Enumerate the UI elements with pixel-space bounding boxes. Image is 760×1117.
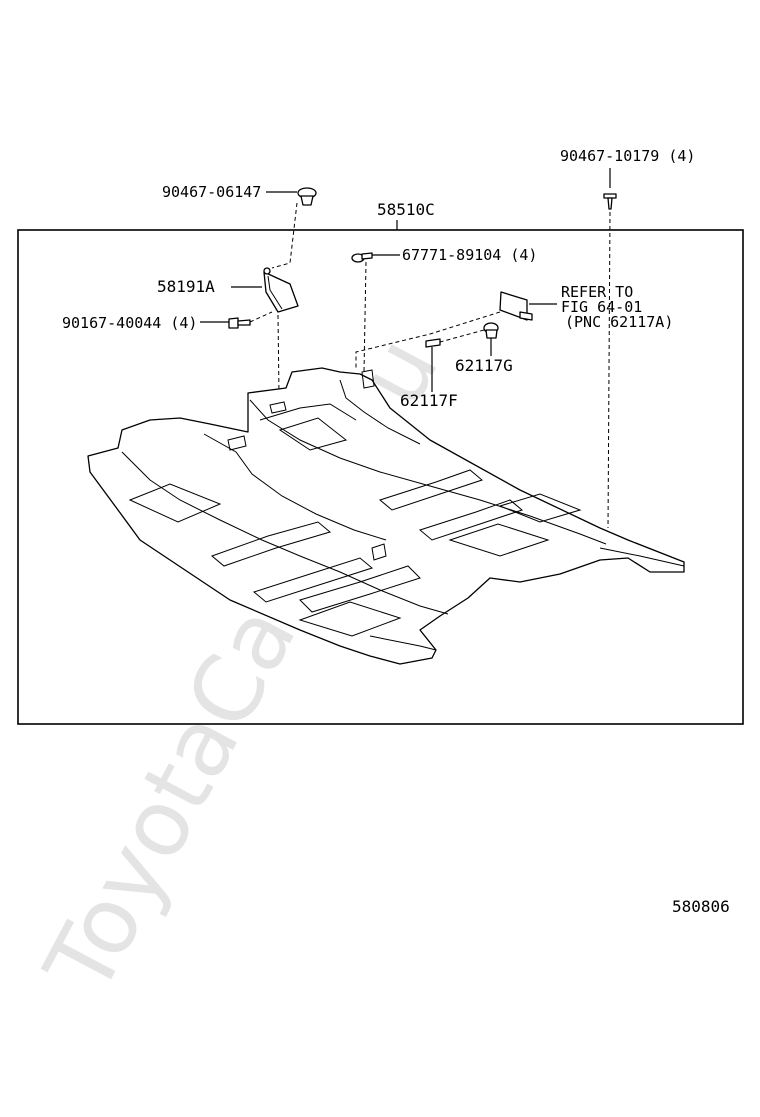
pin-icon bbox=[425, 338, 441, 348]
dashed-leader-bolt-right bbox=[607, 211, 611, 529]
label-90467-10179: 90467-10179 (4) bbox=[560, 147, 695, 165]
label-67771-89104: 67771-89104 (4) bbox=[402, 246, 537, 264]
label-62117G: 62117G bbox=[455, 356, 513, 375]
clip-icon bbox=[351, 252, 373, 263]
dashed-leader-plate bbox=[355, 311, 501, 370]
assembly-frame bbox=[17, 229, 744, 725]
dashed-leader-clip bbox=[271, 202, 298, 269]
label-58191A: 58191A bbox=[157, 277, 215, 296]
carpet-outline bbox=[87, 367, 685, 665]
label-90467-06147: 90467-06147 bbox=[162, 183, 261, 201]
bolt-icon bbox=[603, 193, 617, 210]
plate-icon bbox=[499, 291, 533, 321]
figure-code: 580806 bbox=[672, 897, 730, 916]
floor-carpet-drawing bbox=[87, 367, 685, 665]
label-refer-fig: FIG 64-01 bbox=[561, 298, 642, 316]
bracket-icon bbox=[263, 267, 299, 313]
screw-icon bbox=[228, 317, 251, 329]
label-58510C: 58510C bbox=[377, 200, 435, 219]
dashed-leader-grommet bbox=[439, 329, 485, 343]
dashed-leader-bracket bbox=[277, 314, 280, 396]
push-clip-icon bbox=[297, 187, 317, 206]
label-refer-to: REFER TO bbox=[561, 283, 633, 301]
dashed-leader-screw bbox=[249, 311, 273, 323]
dashed-leader-clip-group bbox=[363, 261, 367, 373]
label-refer-pnc: (PNC 62117A) bbox=[565, 313, 673, 331]
label-90167-40044: 90167-40044 (4) bbox=[62, 314, 197, 332]
label-62117F: 62117F bbox=[400, 391, 458, 410]
grommet-icon bbox=[483, 322, 499, 339]
